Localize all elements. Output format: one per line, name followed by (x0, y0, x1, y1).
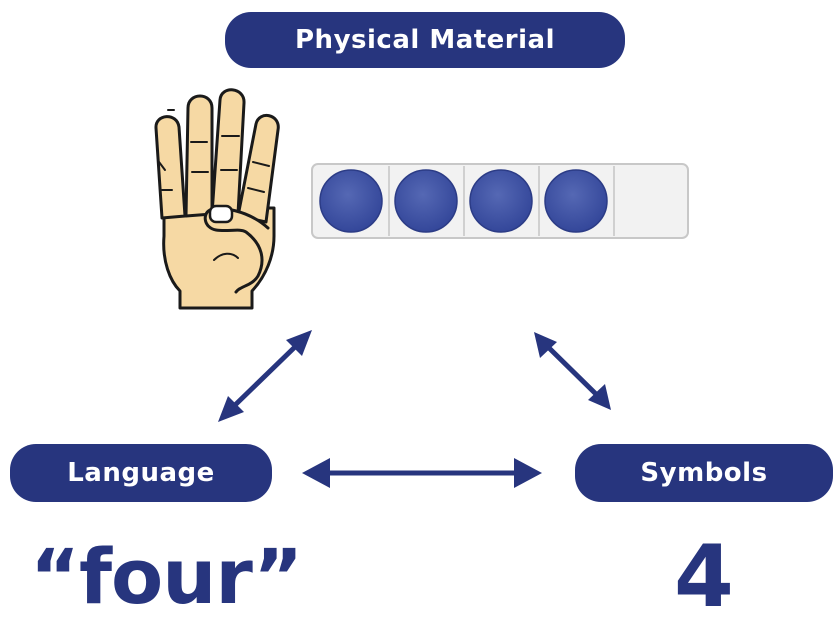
language-text: Language (67, 458, 215, 488)
language-example-word: “four” (30, 532, 303, 621)
physical-material-label: Physical Material (225, 12, 625, 68)
arrow-language-symbols (302, 458, 542, 488)
arrow-physical-language (218, 330, 312, 422)
hand-four-fingers-icon (154, 88, 280, 310)
symbols-text: Symbols (640, 458, 768, 488)
counter-4 (544, 169, 608, 233)
counter-3 (469, 169, 533, 233)
symbols-example-numeral: 4 (674, 527, 734, 627)
five-frame (311, 163, 689, 239)
counter-2 (394, 169, 458, 233)
symbols-label: Symbols (575, 444, 833, 502)
arrow-physical-symbols (534, 332, 611, 410)
counter-1 (319, 169, 383, 233)
language-label: Language (10, 444, 272, 502)
physical-material-text: Physical Material (295, 25, 555, 55)
